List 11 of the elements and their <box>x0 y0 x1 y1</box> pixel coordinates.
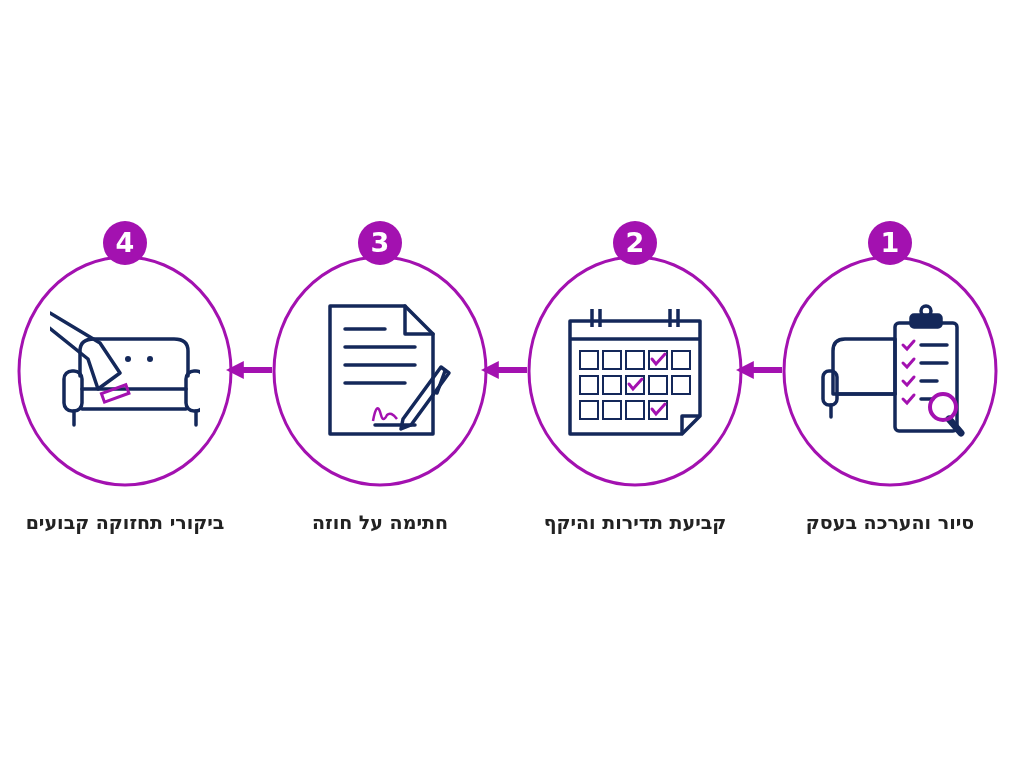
step-number: 4 <box>103 221 147 265</box>
arrow <box>735 361 782 379</box>
arrow <box>225 361 272 379</box>
step-number: 1 <box>868 221 912 265</box>
step-label: קביעת תדירות והיקף <box>542 511 728 533</box>
step-number: 2 <box>613 221 657 265</box>
step-number: 3 <box>358 221 402 265</box>
step-label: סיור והערכה בעסק <box>804 511 976 533</box>
step-label: חתימה על חוזה <box>310 511 449 533</box>
step-label: ביקורי תחזוקה קבועים <box>24 511 226 533</box>
arrow <box>480 361 527 379</box>
